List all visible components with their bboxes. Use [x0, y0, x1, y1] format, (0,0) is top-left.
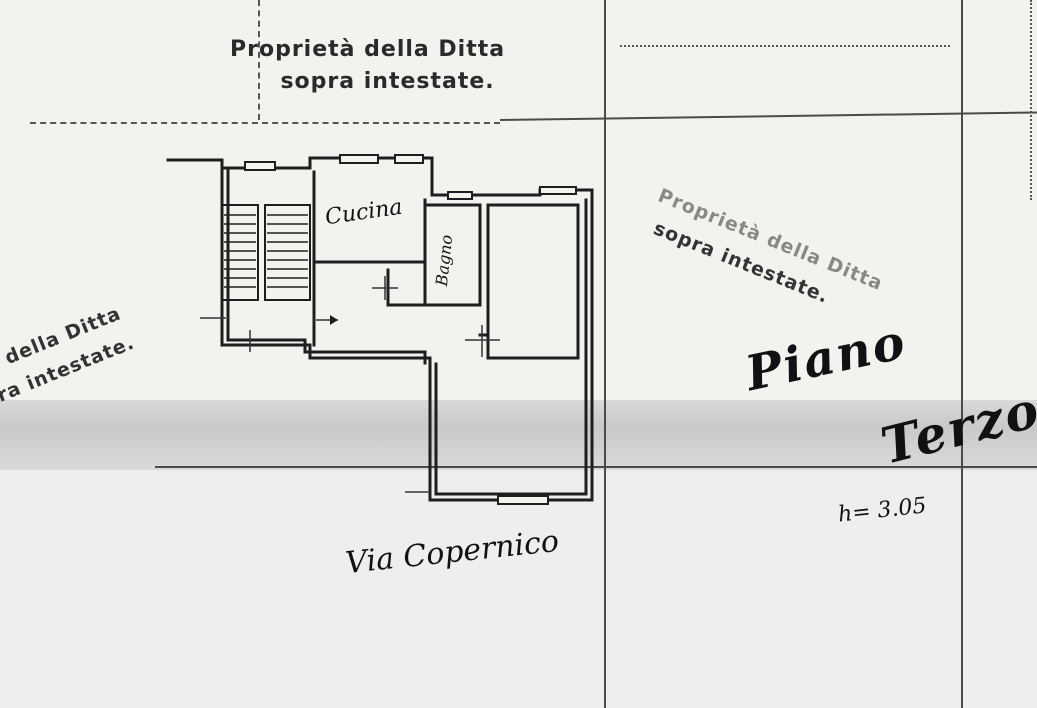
grid-dashed-horizontal: [30, 122, 500, 124]
kitchen-wall: [312, 170, 427, 264]
grid-dashed-vertical: [1030, 0, 1032, 200]
plan-inner-wall: [226, 168, 427, 365]
window: [244, 161, 276, 171]
paper-fold-shadow: [0, 400, 1037, 470]
arrow-icon: [330, 315, 338, 325]
stamp-line: sopra intestate.: [280, 69, 495, 94]
room-wall: [486, 203, 580, 360]
plan-outer-wall-double: [434, 198, 588, 496]
ownership-stamp-top: Proprietà della Ditta sopra intestate.: [230, 34, 505, 98]
grid-line-horizontal: [155, 466, 1037, 468]
staircase: [264, 204, 311, 301]
grid-line-vertical: [961, 0, 963, 708]
grid-line-vertical: [604, 0, 606, 708]
staircase: [221, 204, 259, 301]
window: [447, 191, 473, 200]
window: [394, 154, 424, 164]
bathroom-wall: [423, 203, 482, 307]
grid-dashed-horizontal: [620, 45, 950, 47]
window: [539, 186, 577, 195]
paper-lower-section: [0, 470, 1037, 708]
grid-dashed-vertical: [258, 0, 260, 120]
window: [339, 154, 379, 164]
window: [497, 495, 549, 505]
stamp-line: Proprietà della Ditta: [230, 37, 506, 62]
interior-wall: [386, 268, 427, 307]
